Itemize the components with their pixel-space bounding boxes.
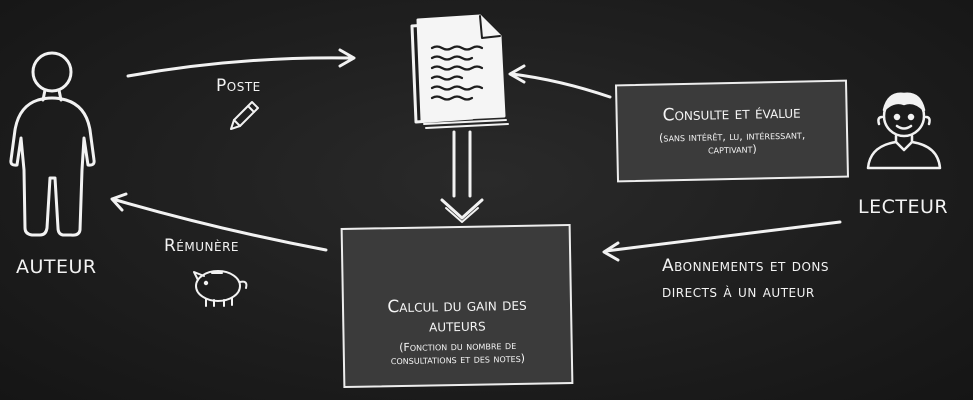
pencil-icon [230,101,259,130]
subs-label-line2: directs à un auteur [662,282,815,302]
arrow-review [510,72,612,99]
review-box: Consulte et évalue (sans intérêt, lu, in… [614,79,850,183]
person-icon [9,51,96,237]
document-icon [410,14,509,129]
review-title: Consulte et évalue [662,102,801,126]
arrow-subs [604,220,842,253]
calc-box: Calcul du gain des auteurs (Fonction du … [340,224,574,388]
reader-face-icon [866,92,942,170]
reader-label: LECTEUR [858,196,949,218]
post-label: Poste [216,76,261,96]
author-label: AUTEUR [16,256,97,278]
calc-sub-2: consultations et des notes) [390,351,526,368]
arrow-pay [114,198,328,252]
arrow-post [126,56,354,78]
arrow-down [440,130,484,223]
piggy-bank-icon [193,270,248,307]
calc-title-2: auteurs [428,315,486,337]
subs-label-line1: Abonnements et dons [662,256,829,276]
pay-label: Rémunère [164,236,240,256]
